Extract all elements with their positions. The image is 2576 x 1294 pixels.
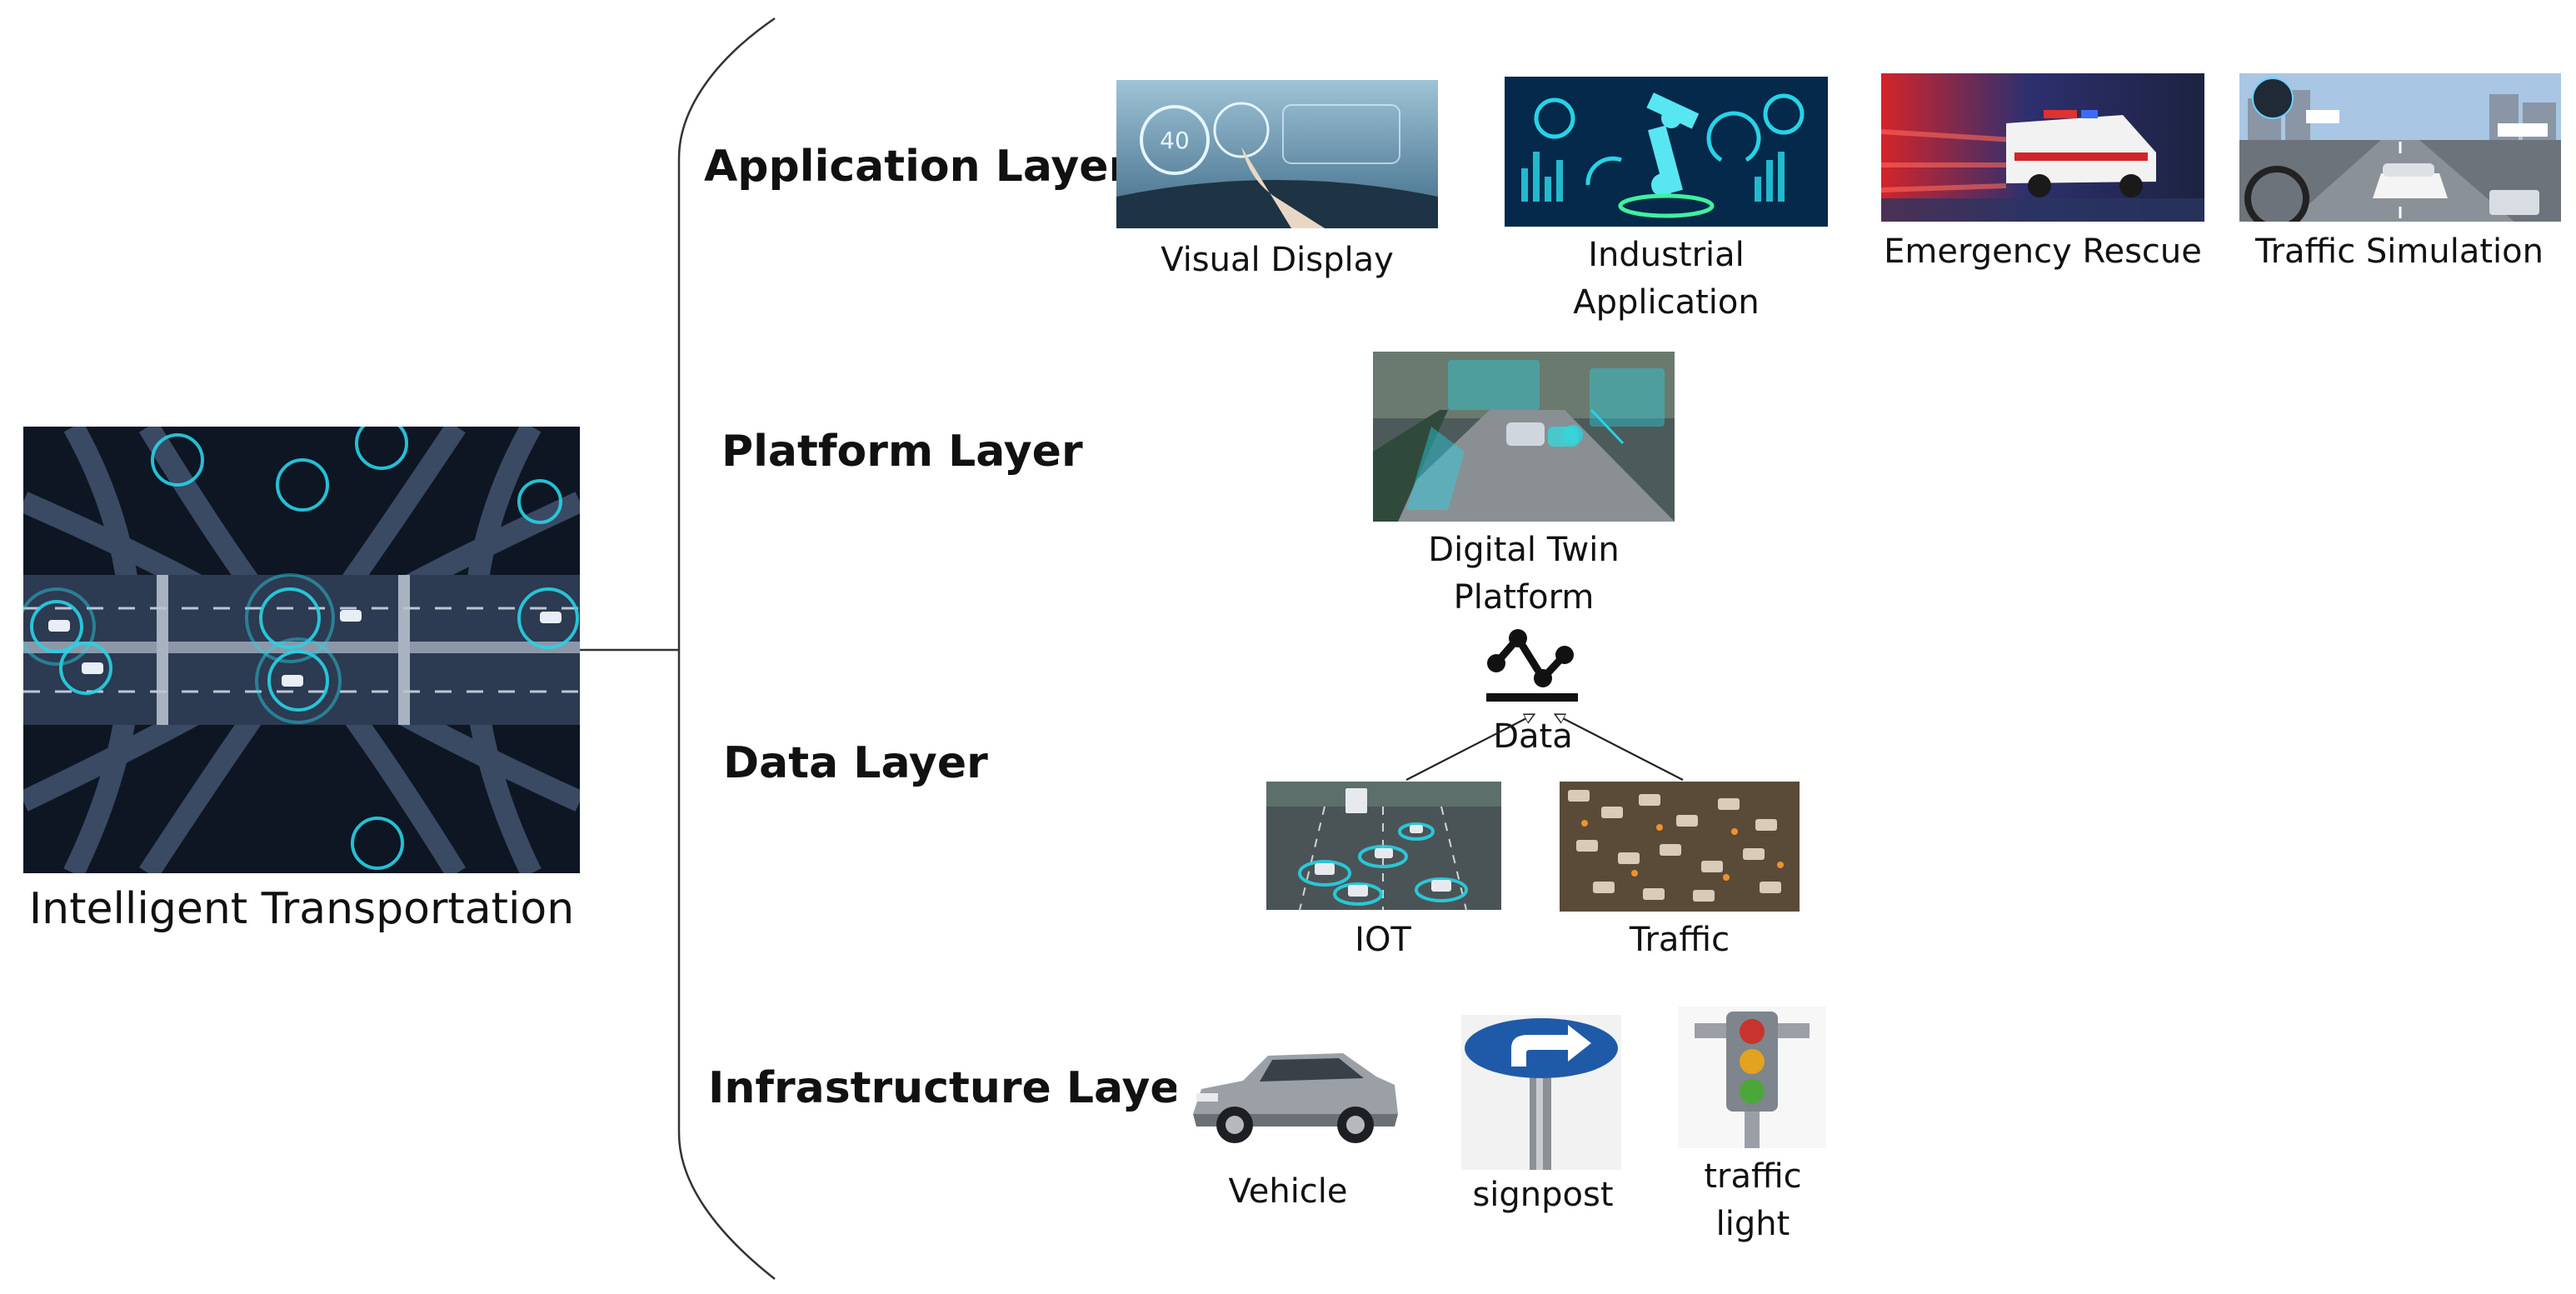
data-layer-title: Data Layer	[723, 738, 988, 788]
signpost-label: signpost	[1472, 1176, 1614, 1214]
vehicle-label: Vehicle	[1228, 1172, 1348, 1211]
emergency-rescue-label: Emergency Rescue	[1884, 232, 2202, 271]
intelligent-transportation-image	[23, 427, 580, 873]
traffic-label: Traffic	[1629, 921, 1730, 959]
traffic-simulation-label: Traffic Simulation	[2255, 232, 2544, 271]
digital-twin-road-image	[1373, 352, 1675, 522]
dashboard-display-image: 40	[1116, 80, 1438, 228]
traffic-jam-image	[1560, 782, 1800, 912]
main-title: Intelligent Transportation	[28, 884, 575, 934]
iot-label: IOT	[1355, 921, 1411, 959]
traffic-light-image	[1678, 1007, 1826, 1148]
connected-cars-image	[1266, 782, 1501, 910]
digital-twin-platform-label: Digital Twin Platform	[1428, 531, 1620, 617]
driving-simulator-image	[2239, 73, 2561, 222]
industrial-application-label: Industrial Application	[1573, 236, 1760, 322]
platform-layer-title: Platform Layer	[721, 427, 1083, 477]
svg-text:40: 40	[1160, 127, 1190, 154]
robot-arm-image	[1505, 77, 1828, 227]
data-graph-icon	[1485, 627, 1580, 703]
traffic-light-label: traffic light	[1704, 1157, 1802, 1243]
ambulance-image	[1881, 73, 2204, 222]
right-turn-sign-image	[1461, 1015, 1621, 1170]
infrastructure-layer-title: Infrastructure Layer	[708, 1063, 1201, 1113]
visual-display-label: Visual Display	[1161, 241, 1394, 279]
application-layer-title: Application Layer	[704, 142, 1131, 192]
data-label: Data	[1493, 717, 1573, 756]
suv-image	[1176, 1035, 1406, 1152]
